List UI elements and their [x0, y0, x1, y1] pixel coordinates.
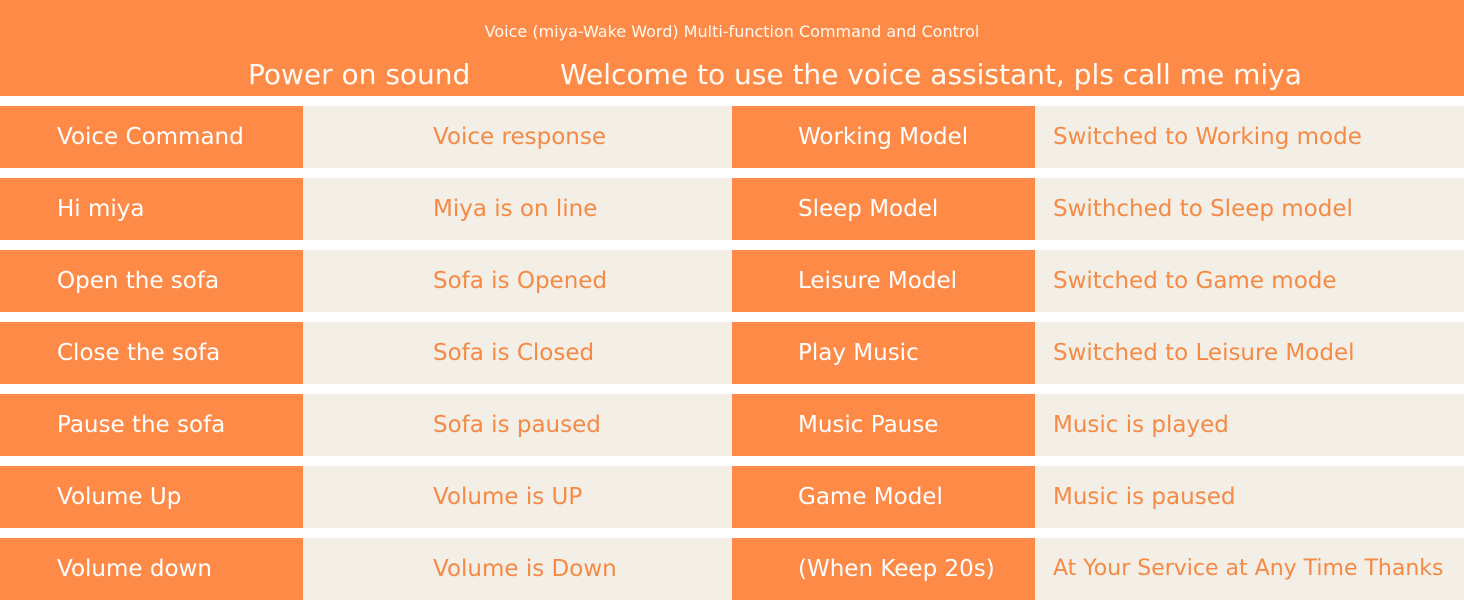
mode-response-cell: Switched to Working mode: [1035, 106, 1464, 168]
table-row: Voice Command Voice response Working Mod…: [0, 106, 1464, 168]
response-text: Voice response: [433, 124, 606, 150]
mode-text: Sleep Model: [798, 196, 939, 222]
mode-cell: Working Model: [732, 106, 1035, 168]
mode-text: Play Music: [798, 340, 919, 366]
header-banner: Voice (miya-Wake Word) Multi-function Co…: [0, 0, 1464, 96]
mode-response-text: Music is played: [1053, 412, 1229, 438]
table-row: Hi miya Miya is on line Sleep Model Swit…: [0, 178, 1464, 240]
response-text: Volume is Down: [433, 556, 617, 582]
mode-text: Music Pause: [798, 412, 939, 438]
mode-cell: Game Model: [732, 466, 1035, 528]
command-cell: Voice Command: [0, 106, 303, 168]
response-cell: Sofa is paused: [303, 394, 732, 456]
mode-response-text: At Your Service at Any Time Thanks: [1053, 556, 1444, 581]
mode-text: Game Model: [798, 484, 943, 510]
response-cell: Voice response: [303, 106, 732, 168]
mode-response-text: Switched to Leisure Model: [1053, 340, 1355, 366]
mode-text: (When Keep 20s): [798, 556, 995, 582]
command-cell: Pause the sofa: [0, 394, 303, 456]
page-title: Voice (miya-Wake Word) Multi-function Co…: [484, 22, 980, 41]
mode-cell: Sleep Model: [732, 178, 1035, 240]
command-text: Pause the sofa: [57, 412, 226, 438]
response-text: Sofa is paused: [433, 412, 601, 438]
response-cell: Sofa is Opened: [303, 250, 732, 312]
response-cell: Volume is Down: [303, 538, 732, 600]
table-row: Volume down Volume is Down (When Keep 20…: [0, 538, 1464, 600]
mode-cell: Leisure Model: [732, 250, 1035, 312]
mode-response-text: Swithched to Sleep model: [1053, 196, 1353, 222]
response-text: Volume is UP: [433, 484, 583, 510]
welcome-message: Welcome to use the voice assistant, pls …: [560, 58, 1302, 91]
mode-response-text: Switched to Working mode: [1053, 124, 1362, 150]
command-text: Voice Command: [57, 124, 244, 150]
mode-cell: Music Pause: [732, 394, 1035, 456]
response-text: Sofa is Closed: [433, 340, 595, 366]
command-cell: Hi miya: [0, 178, 303, 240]
mode-cell: (When Keep 20s): [732, 538, 1035, 600]
table-row: Close the sofa Sofa is Closed Play Music…: [0, 322, 1464, 384]
command-cell: Volume down: [0, 538, 303, 600]
mode-text: Working Model: [798, 124, 969, 150]
response-text: Miya is on line: [433, 196, 598, 222]
mode-response-cell: Music is paused: [1035, 466, 1464, 528]
mode-response-text: Switched to Game mode: [1053, 268, 1337, 294]
command-text: Volume down: [57, 556, 212, 582]
table-row: Volume Up Volume is UP Game Model Music …: [0, 466, 1464, 528]
command-cell: Close the sofa: [0, 322, 303, 384]
response-cell: Sofa is Closed: [303, 322, 732, 384]
table-row: Open the sofa Sofa is Opened Leisure Mod…: [0, 250, 1464, 312]
mode-response-text: Music is paused: [1053, 484, 1236, 510]
command-cell: Open the sofa: [0, 250, 303, 312]
command-cell: Volume Up: [0, 466, 303, 528]
response-cell: Miya is on line: [303, 178, 732, 240]
mode-cell: Play Music: [732, 322, 1035, 384]
mode-text: Leisure Model: [798, 268, 957, 294]
mode-response-cell: Switched to Game mode: [1035, 250, 1464, 312]
command-text: Close the sofa: [57, 340, 221, 366]
command-text: Open the sofa: [57, 268, 220, 294]
mode-response-cell: Music is played: [1035, 394, 1464, 456]
mode-response-cell: At Your Service at Any Time Thanks: [1035, 538, 1464, 600]
response-cell: Volume is UP: [303, 466, 732, 528]
command-text: Hi miya: [57, 196, 145, 222]
response-text: Sofa is Opened: [433, 268, 608, 294]
mode-response-cell: Swithched to Sleep model: [1035, 178, 1464, 240]
power-on-sound-label: Power on sound: [248, 58, 471, 91]
command-text: Volume Up: [57, 484, 182, 510]
mode-response-cell: Switched to Leisure Model: [1035, 322, 1464, 384]
table-row: Pause the sofa Sofa is paused Music Paus…: [0, 394, 1464, 456]
